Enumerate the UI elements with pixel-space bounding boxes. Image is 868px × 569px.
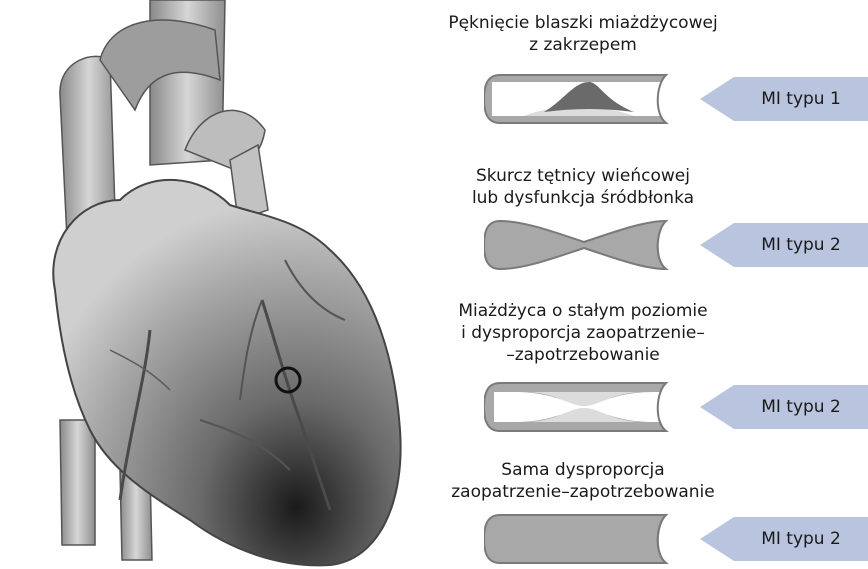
- caption-line: Sama dysproporcja: [418, 459, 748, 481]
- heart-illustration: [0, 0, 420, 569]
- vessel-plaque-rupture-thrombus: [484, 72, 684, 126]
- mi-type-label: MI typu 2: [734, 517, 868, 561]
- caption-type2-fixed-stenosis: Miażdżyca o stałym poziomie i dysproporc…: [418, 300, 748, 366]
- caption-line: Miażdżyca o stałym poziomie: [418, 300, 748, 322]
- mi-type-tag-1: MI typu 1: [700, 77, 868, 121]
- mi-type-tag-2c: MI typu 2: [700, 517, 868, 561]
- caption-type1: Pęknięcie blaszki miażdżycowej z zakrzep…: [418, 12, 748, 56]
- caption-line: Pęknięcie blaszki miażdżycowej: [418, 12, 748, 34]
- mi-type-label: MI typu 2: [734, 223, 868, 267]
- vessel-normal-artery: [484, 512, 684, 566]
- mi-type-label: MI typu 2: [734, 385, 868, 429]
- caption-line: Skurcz tętnicy wieńcowej: [418, 165, 748, 187]
- vessel-fixed-stenosis: [484, 380, 684, 434]
- caption-line: –zapotrzebowanie: [418, 344, 748, 366]
- caption-type2-supply-demand: Sama dysproporcja zaopatrzenie–zapotrzeb…: [418, 459, 748, 503]
- mi-type-tag-2a: MI typu 2: [700, 223, 868, 267]
- caption-line: zaopatrzenie–zapotrzebowanie: [418, 481, 748, 503]
- mi-type-tag-2b: MI typu 2: [700, 385, 868, 429]
- mi-type-label: MI typu 1: [734, 77, 868, 121]
- caption-line: i dysproporcja zaopatrzenie–: [418, 322, 748, 344]
- vessel-vasospasm: [484, 218, 684, 272]
- caption-line: lub dysfunkcja śródbłonka: [418, 187, 748, 209]
- caption-line: z zakrzepem: [418, 34, 748, 56]
- caption-type2-spasm: Skurcz tętnicy wieńcowej lub dysfunkcja …: [418, 165, 748, 209]
